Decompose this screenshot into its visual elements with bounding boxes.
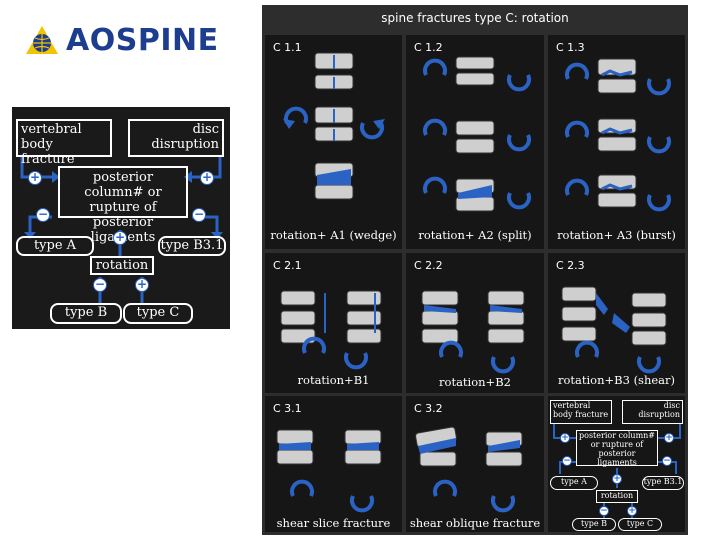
cell-c3-2: C 3.2 shear oblique fracture	[406, 396, 544, 532]
cell-code: C 1.1	[273, 41, 302, 54]
cell-c3-1: C 3.1 shear slice fracture	[265, 396, 402, 532]
rotation-fractures-grid: spine fractures type C: rotation C 1.1 r…	[262, 5, 688, 535]
posterior-column-box: posterior column# or rupture of posterio…	[576, 430, 658, 467]
cell-code: C 3.2	[414, 402, 443, 415]
c2-1-illustration	[280, 290, 382, 370]
vertebral-body-fracture-box: vertebral body fracture	[550, 400, 612, 424]
minus-icon: −	[662, 456, 672, 466]
rotation-box: rotation	[596, 490, 638, 503]
cell-code: C 2.3	[556, 259, 585, 272]
cell-code: C 1.2	[414, 41, 443, 54]
logo-text: AOSPINE	[66, 22, 219, 58]
cell-caption: rotation+B3 (shear)	[557, 373, 676, 387]
classification-flowchart: vertebral body fracture disc disruption …	[12, 107, 230, 329]
type-b3-box: type B3.1	[642, 476, 684, 490]
cell-caption: shear oblique fracture	[409, 516, 541, 530]
grid-title: spine fractures type C: rotation	[381, 11, 569, 25]
c3-2-illustration	[415, 426, 523, 513]
disc-disruption-box: disc disruption	[128, 119, 224, 157]
cell-caption: rotation+ A3 (burst)	[557, 228, 676, 242]
minus-icon: −	[599, 506, 609, 516]
type-b3-box: type B3.1	[158, 236, 226, 256]
type-a-box: type A	[550, 476, 598, 490]
minus-icon: −	[93, 277, 107, 292]
plus-icon: +	[664, 433, 674, 443]
c3-1-illustration	[276, 429, 382, 513]
cell-code: C 1.3	[556, 41, 585, 54]
cell-c1-3: C 1.3 rotation+ A3 (burst)	[548, 35, 685, 249]
cell-c2-3: C 2.3 rotation+B3 (shear)	[548, 253, 685, 393]
disc-disruption-box: disc disruption	[622, 400, 683, 424]
rotation-box: rotation	[90, 256, 154, 275]
c1-1-illustration	[283, 52, 385, 200]
plus-icon: +	[612, 474, 622, 484]
cell-c1-2: C 1.2 rotation+ A2 (split)	[406, 35, 544, 249]
minus-icon: −	[192, 207, 206, 222]
minus-icon: −	[562, 456, 572, 466]
plus-icon: +	[560, 433, 570, 443]
minus-icon: −	[36, 207, 50, 222]
cell-code: C 2.1	[273, 259, 302, 272]
plus-icon: +	[627, 506, 637, 516]
plus-icon: +	[113, 230, 127, 245]
plus-icon: +	[200, 170, 214, 185]
type-c-box: type C	[123, 303, 193, 324]
globe-icon	[26, 26, 58, 54]
rotation-arrows	[283, 106, 385, 140]
cell-caption: rotation+B1	[297, 373, 370, 387]
cell-c2-2: C 2.2 rotation+B2	[406, 253, 544, 393]
c1-3-illustration	[565, 58, 671, 212]
cell-caption: shear slice fracture	[276, 516, 391, 530]
plus-icon: +	[28, 170, 42, 185]
cell-caption: rotation+ A2 (split)	[418, 228, 532, 242]
cell-caption: rotation+ A1 (wedge)	[270, 228, 397, 242]
type-a-box: type A	[16, 236, 94, 256]
cell-code: C 3.1	[273, 402, 302, 415]
cell-caption: rotation+B2	[439, 375, 511, 389]
vertebral-body-fracture-box: vertebral body fracture	[16, 119, 112, 167]
c1-2-illustration	[423, 56, 531, 212]
cell-mini-flowchart: vertebral body fracture disc disruption …	[548, 396, 685, 532]
type-b-box: type B	[50, 303, 122, 324]
aospine-logo: AOSPINE	[24, 20, 224, 60]
c2-3-illustration	[561, 286, 667, 374]
cell-code: C 2.2	[414, 259, 443, 272]
cell-c1-1: C 1.1 rotation+ A1 (wedge)	[265, 35, 402, 249]
cell-c2-1: C 2.1 rotation+B1	[265, 253, 402, 393]
plus-icon: +	[135, 277, 149, 292]
type-b-box: type B	[572, 518, 616, 531]
c2-2-illustration	[421, 290, 525, 374]
type-c-box: type C	[618, 518, 662, 531]
posterior-column-box: posterior column# or rupture of posterio…	[58, 166, 188, 245]
